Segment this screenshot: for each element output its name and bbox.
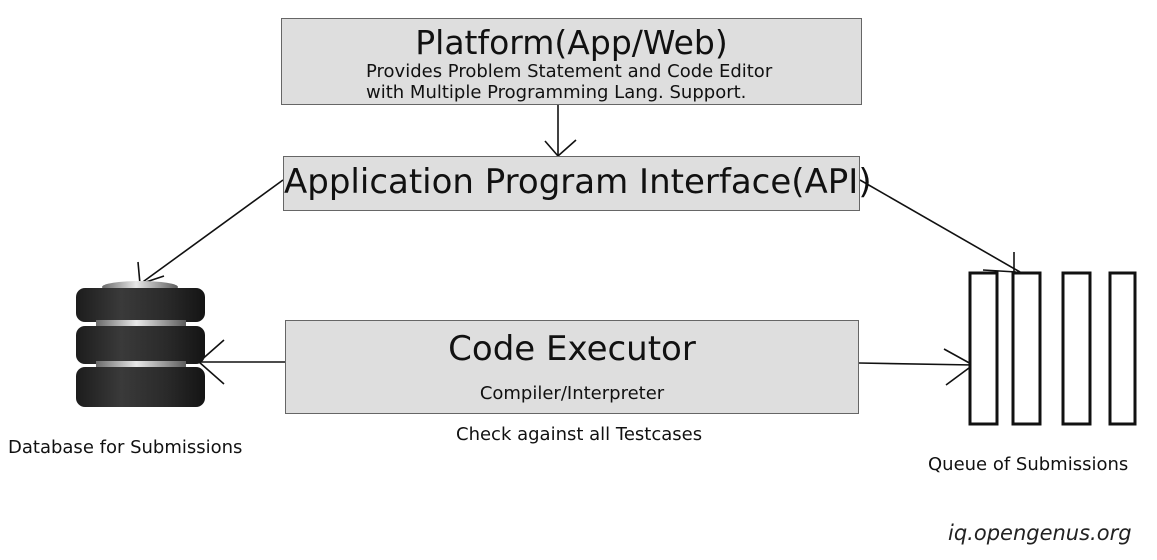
queue-icon xyxy=(968,271,1137,426)
arrow-api-to-database xyxy=(137,179,284,286)
arrow-api-to-queue xyxy=(859,179,1021,273)
arrow-executor-to-queue xyxy=(858,348,975,386)
queue-label: Queue of Submissions xyxy=(928,454,1129,475)
watermark: iq.opengenus.org xyxy=(948,521,1132,545)
api-title: Application Program Interface(API) xyxy=(284,162,872,202)
database-label: Database for Submissions xyxy=(8,437,243,458)
code-executor-title: Code Executor xyxy=(448,329,696,369)
platform-box: Platform(App/Web) Provides Problem State… xyxy=(281,18,862,105)
platform-description-line1: Provides Problem Statement and Code Edit… xyxy=(366,61,773,82)
arrow-platform-to-api xyxy=(544,105,577,158)
arrow-executor-to-database xyxy=(197,339,285,385)
api-box: Application Program Interface(API) xyxy=(283,156,872,211)
platform-description-line2: with Multiple Programming Lang. Support. xyxy=(366,82,747,103)
platform-title: Platform(App/Web) xyxy=(415,23,728,62)
testcases-note: Check against all Testcases xyxy=(456,424,703,445)
code-executor-box: Code Executor Compiler/Interpreter xyxy=(285,320,859,414)
code-executor-subtitle: Compiler/Interpreter xyxy=(479,383,665,404)
database-icon xyxy=(76,281,205,407)
